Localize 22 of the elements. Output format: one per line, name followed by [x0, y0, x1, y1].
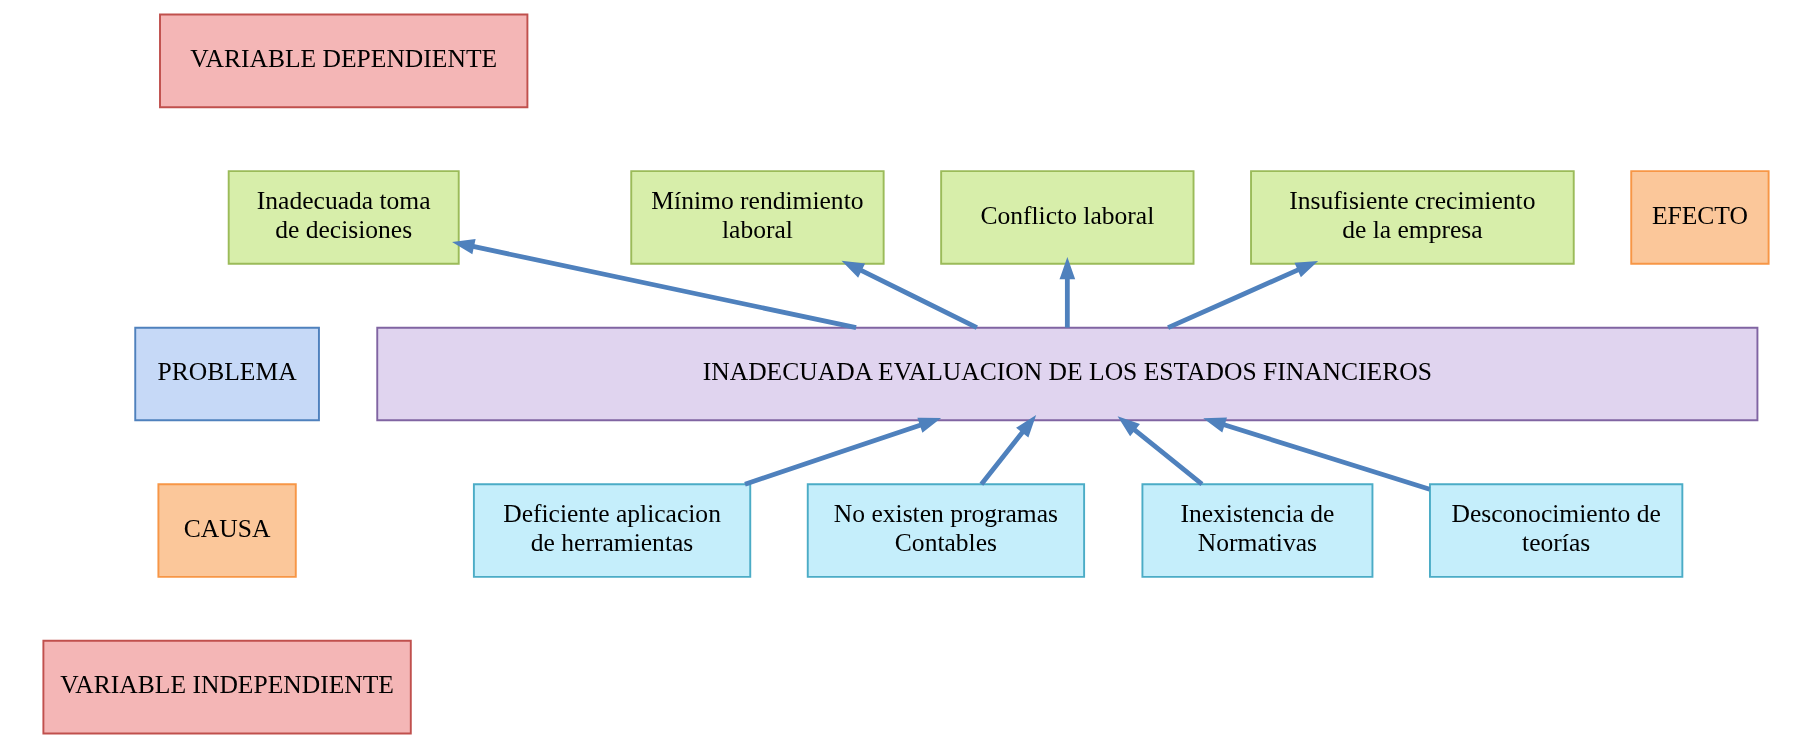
node-box: EFECTO [1630, 170, 1770, 265]
arrow [979, 415, 1037, 486]
node-box: VARIABLE DEPENDIENTE [159, 13, 529, 109]
node-box: PROBLEMA [134, 326, 320, 422]
node-box: Deficiente aplicacion de herramientas [472, 483, 752, 578]
arrow [841, 260, 978, 330]
arrow [1117, 416, 1204, 487]
node-box: Inexistencia de Normativas [1141, 483, 1374, 578]
node-box: Inadecuada toma de decisiones [227, 170, 460, 265]
node-box: Desconocimiento de teorías [1429, 483, 1684, 578]
node-box: Insufisiente crecimiento de la empresa [1250, 170, 1575, 265]
arrow [452, 238, 857, 330]
arrow [744, 417, 942, 487]
arrow [1167, 260, 1319, 330]
node-box: INADECUADA EVALUACION DE LOS ESTADOS FINANCIEROS [376, 326, 1759, 422]
arrow [1059, 256, 1076, 328]
node-box: Conflicto laboral [940, 170, 1195, 265]
node-box: CAUSA [157, 483, 297, 578]
arrow [1203, 417, 1431, 492]
node-box: No existen programas Contables [806, 483, 1086, 578]
node-box: VARIABLE INDEPENDIENTE [42, 639, 412, 735]
node-box: Mínimo rendimiento laboral [630, 170, 885, 265]
